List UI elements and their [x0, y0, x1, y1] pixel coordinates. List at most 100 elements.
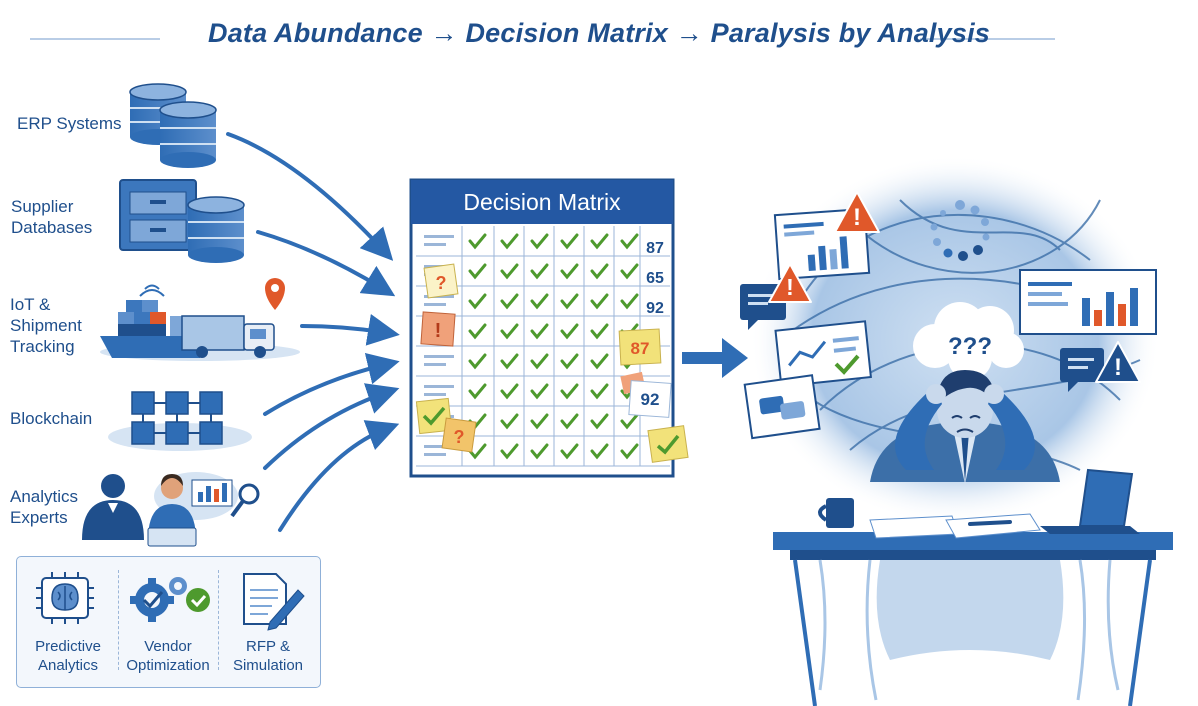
tool-label-vendor: Vendor Optimization — [120, 637, 216, 675]
svg-text:!: ! — [853, 204, 861, 231]
row-label-bar — [424, 363, 446, 366]
source-supplier-line2: Databases — [11, 218, 93, 237]
tool-vendor-line1: Vendor — [144, 638, 192, 655]
check-icon — [530, 413, 549, 430]
check-icon — [560, 323, 579, 340]
check-icon — [422, 406, 446, 426]
sticky-note-question-text: ? — [436, 273, 447, 293]
warning-icon: ! — [834, 191, 880, 233]
source-label-iot: IoT & Shipment Tracking — [10, 294, 82, 357]
matrix-score-1: 87 — [646, 240, 664, 257]
check-icon — [590, 443, 609, 460]
thought-cloud: ??? — [913, 302, 1024, 399]
source-experts-line1: Analytics — [10, 487, 79, 506]
analysts-people-icon — [82, 472, 260, 547]
arrow-supplier — [256, 230, 396, 297]
check-icon — [500, 293, 519, 310]
thought-text: ??? — [948, 333, 992, 360]
tool-label-rfp: RFP & Simulation — [222, 637, 314, 675]
source-label-erp: ERP Systems — [17, 113, 122, 134]
check-icon — [590, 293, 609, 310]
check-icon — [468, 233, 487, 250]
check-icon — [468, 293, 487, 310]
tool-divider-2 — [218, 570, 219, 670]
matrix-score-2: 65 — [646, 270, 664, 287]
sticky-note-exclaim: ! — [420, 311, 456, 347]
title-rule-left — [30, 38, 160, 40]
laptop-icon — [1040, 468, 1140, 534]
check-icon — [620, 233, 639, 250]
source-iot-line3: Tracking — [10, 337, 75, 356]
check-icon — [590, 383, 609, 400]
check-icon — [468, 353, 487, 370]
warnings-group: !!! — [768, 191, 1141, 383]
row-label-bar — [424, 445, 454, 448]
arrow-blockchain — [263, 353, 400, 416]
check-icon — [560, 443, 579, 460]
stressed-person-icon — [870, 370, 1060, 484]
check-icon — [560, 353, 579, 370]
check-icon — [590, 413, 609, 430]
sticky-note-question: ? — [423, 263, 459, 299]
check-icon — [468, 383, 487, 400]
brain-chip-icon — [36, 572, 94, 624]
source-iot-line2: Shipment — [10, 316, 82, 335]
tool-predictive-line1: Predictive — [35, 638, 101, 655]
source-experts-line2: Experts — [10, 508, 68, 527]
source-supplier-line1: Supplier — [11, 197, 74, 216]
message-card-icon — [1060, 348, 1104, 392]
arrow-iot — [300, 313, 400, 346]
ship-truck-icon — [100, 278, 300, 361]
check-icon — [500, 233, 519, 250]
check-icon — [500, 443, 519, 460]
check-icon — [560, 413, 579, 430]
check-icon — [620, 293, 639, 310]
sticky-note-exclaim-text: ! — [435, 320, 442, 342]
row-label-bar — [424, 303, 446, 306]
sticky-note-92: 92 — [620, 371, 672, 418]
source-iot-line1: IoT & — [10, 295, 51, 314]
blockchain-cubes-icon — [108, 391, 252, 451]
loading-spinner-icon — [930, 200, 990, 261]
check-icon — [656, 434, 680, 455]
source-label-supplier: Supplier Databases — [11, 196, 92, 238]
sticky-note-question-2-text: ? — [454, 427, 465, 447]
papers-icon — [869, 513, 1041, 539]
check-icon — [560, 383, 579, 400]
check-icon — [590, 233, 609, 250]
decision-matrix: Decision Matrix 87 65 92 ? ! 87 92 — [409, 178, 689, 478]
check-icon — [620, 263, 639, 280]
overwhelm-scene: !!! ??? — [740, 155, 1173, 706]
bar-chart-card-icon — [1019, 269, 1157, 335]
sticky-note-87: 87 — [618, 328, 662, 366]
check-icon — [500, 323, 519, 340]
check-icon — [500, 263, 519, 280]
check-icon — [560, 263, 579, 280]
check-icon — [530, 323, 549, 340]
chat-bubble-card-icon — [743, 374, 821, 440]
warning-icon: ! — [768, 263, 812, 303]
row-label-bar — [424, 453, 446, 456]
svg-text:!: ! — [786, 274, 794, 300]
tool-rfp-line2: Simulation — [232, 657, 304, 674]
gears-check-icon — [130, 577, 210, 622]
matrix-title: Decision Matrix — [463, 189, 621, 215]
check-icon — [500, 413, 519, 430]
tool-label-predictive: Predictive Analytics — [22, 637, 114, 675]
page-title: Data Abundance → Decision Matrix → Paral… — [208, 18, 990, 48]
check-icon — [590, 263, 609, 280]
row-label-bar — [424, 393, 446, 396]
tool-rfp-line1: RFP & — [246, 638, 290, 655]
check-icon — [560, 293, 579, 310]
warning-icon: ! — [1095, 341, 1141, 383]
row-label-bar — [424, 355, 454, 358]
check-icon — [620, 443, 639, 460]
check-icon — [530, 383, 549, 400]
sticky-note-92-text: 92 — [641, 390, 660, 409]
row-label-bar — [424, 243, 446, 246]
check-icon — [620, 413, 639, 430]
tool-vendor-line2: Optimization — [126, 657, 210, 674]
check-icon — [468, 323, 487, 340]
